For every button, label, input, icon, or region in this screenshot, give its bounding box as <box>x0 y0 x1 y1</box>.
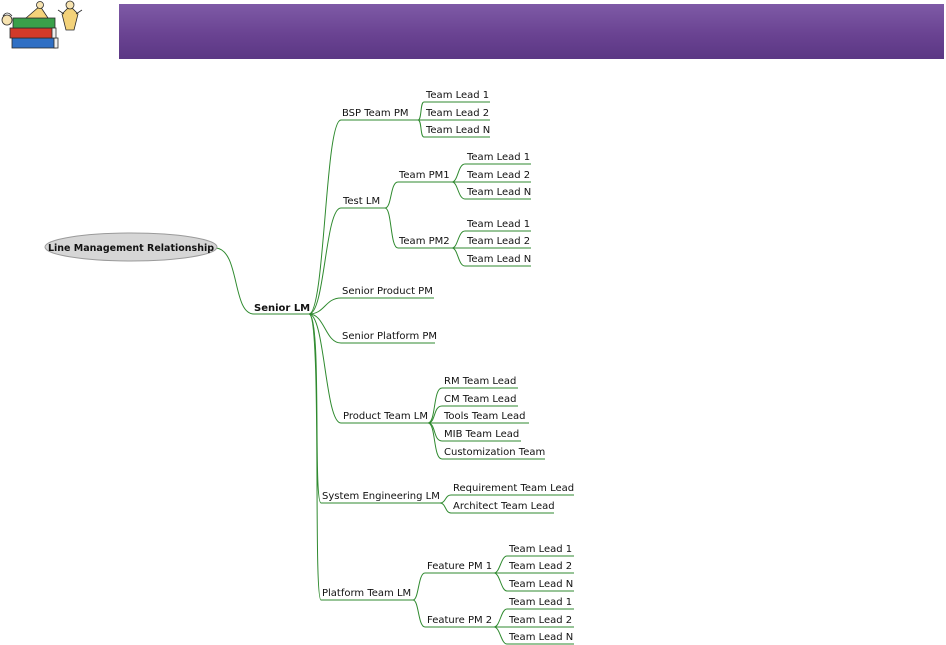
pm1-team-lead-1[interactable]: Team Lead 1 <box>466 152 530 163</box>
center-node-label[interactable]: Senior LM <box>254 303 310 314</box>
branch-senior-platform-pm[interactable]: Senior Platform PM <box>342 331 437 342</box>
branch-senior-product-pm[interactable]: Senior Product PM <box>342 286 433 297</box>
branch-platform-team-lm[interactable]: Platform Team LM <box>322 588 411 599</box>
pm1-team-lead-n[interactable]: Team Lead N <box>466 187 531 198</box>
fpm1-team-lead-2[interactable]: Team Lead 2 <box>508 561 572 572</box>
branch-system-engineering-lm[interactable]: System Engineering LM <box>322 491 440 502</box>
fpm1-team-lead-n[interactable]: Team Lead N <box>508 579 573 590</box>
branch-product-team-lm[interactable]: Product Team LM <box>343 411 428 422</box>
fpm1-team-lead-1[interactable]: Team Lead 1 <box>508 544 572 555</box>
cm-team-lead[interactable]: CM Team Lead <box>444 394 516 405</box>
rm-team-lead[interactable]: RM Team Lead <box>444 376 516 387</box>
bsp-team-lead-1[interactable]: Team Lead 1 <box>425 90 489 101</box>
books-logo-icon <box>1 0 83 49</box>
fpm2-team-lead-n[interactable]: Team Lead N <box>508 632 573 643</box>
branch-test-lm[interactable]: Test LM <box>342 196 380 207</box>
fpm2-team-lead-1[interactable]: Team Lead 1 <box>508 597 572 608</box>
pm2-team-lead-n[interactable]: Team Lead N <box>466 254 531 265</box>
test-team-pm2[interactable]: Team PM2 <box>398 236 450 247</box>
root-node-label: Line Management Relationship <box>48 243 214 254</box>
pm2-team-lead-1[interactable]: Team Lead 1 <box>466 219 530 230</box>
customization-team[interactable]: Customization Team <box>444 447 545 458</box>
connectors <box>215 101 574 645</box>
pm2-team-lead-2[interactable]: Team Lead 2 <box>466 236 530 247</box>
bsp-team-lead-2[interactable]: Team Lead 2 <box>425 108 489 119</box>
tools-team-lead[interactable]: Tools Team Lead <box>443 411 525 422</box>
root-node[interactable] <box>44 232 218 262</box>
bsp-team-lead-n[interactable]: Team Lead N <box>425 125 490 136</box>
requirement-team-lead[interactable]: Requirement Team Lead <box>453 483 574 494</box>
branch-bsp-team-pm[interactable]: BSP Team PM <box>342 108 409 119</box>
feature-pm-1[interactable]: Feature PM 1 <box>427 561 492 572</box>
architect-team-lead[interactable]: Architect Team Lead <box>453 501 555 512</box>
mib-team-lead[interactable]: MIB Team Lead <box>444 429 519 440</box>
fpm2-team-lead-2[interactable]: Team Lead 2 <box>508 615 572 626</box>
pm1-team-lead-2[interactable]: Team Lead 2 <box>466 170 530 181</box>
test-team-pm1[interactable]: Team PM1 <box>398 170 450 181</box>
feature-pm-2[interactable]: Feature PM 2 <box>427 615 492 626</box>
title-banner <box>119 4 944 59</box>
